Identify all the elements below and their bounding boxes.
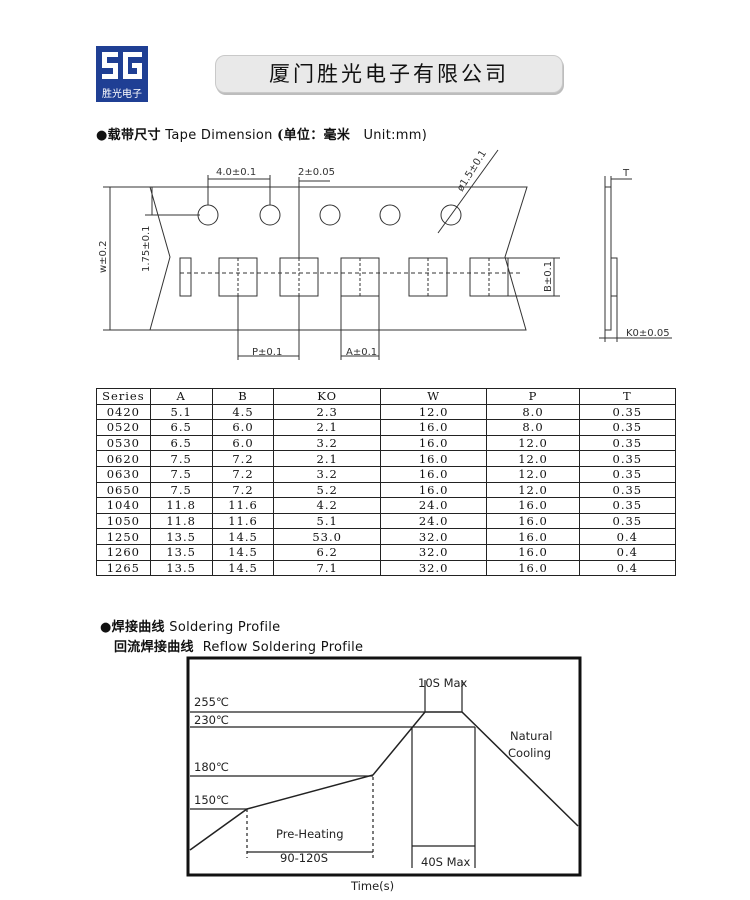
cooling-line-1: Natural (510, 729, 552, 743)
value-cell: 0.35 (578, 434, 677, 452)
temp-150: 150℃ (194, 793, 229, 807)
cooling-line-2: Cooling (508, 746, 551, 760)
dim-pitch: P±0.1 (252, 347, 282, 358)
preheat-time: 90-120S (280, 851, 328, 865)
time-axis-label: Time(s) (350, 879, 394, 893)
dim-thickness: T (622, 168, 630, 179)
value-cell: 32.0 (379, 559, 488, 577)
value-cell: 7.5 (149, 450, 213, 467)
value-cell: 16.0 (486, 559, 580, 577)
solder-title-cn: ●焊接曲线 (100, 620, 165, 635)
solder-section-heading: ●焊接曲线 Soldering Profile (100, 616, 280, 635)
value-cell: 11.6 (211, 497, 275, 514)
series-cell: 0530 (96, 434, 151, 452)
value-cell: 0.35 (578, 497, 677, 514)
value-cell: 8.0 (486, 419, 580, 436)
profile-curve (189, 711, 579, 851)
value-cell: 32.0 (379, 528, 488, 545)
value-cell: 0.4 (578, 528, 677, 545)
series-cell: 0630 (96, 465, 151, 483)
dim-cavity-b: B±0.1 (543, 261, 554, 292)
tape-outline (149, 186, 528, 331)
tape-dimension-drawing: 4.0±0.1 2±0.05 ø1.5±0.1 1.75±0.1 w±0.2 P… (98, 148, 672, 360)
value-cell: 13.5 (149, 543, 213, 561)
tape-title-cn: ●载带尺寸 (96, 128, 161, 143)
dim-edge-to-hole: 1.75±0.1 (141, 225, 152, 272)
value-cell: 7.1 (273, 559, 381, 577)
series-cell: 1250 (96, 528, 151, 545)
reflow-heading: 回流焊接曲线 Reflow Soldering Profile (114, 636, 363, 655)
tape-section-heading: ●载带尺寸 Tape Dimension (单位：毫米 Unit:mm) (96, 124, 427, 143)
value-cell: 4.5 (211, 403, 275, 421)
logo-caption: 胜光电子 (102, 89, 142, 100)
sprocket-hole (319, 204, 341, 226)
preheat-label: Pre-Heating (276, 827, 344, 841)
dim-cavity-a: A±0.1 (346, 347, 377, 358)
company-logo: 胜光电子 (96, 46, 148, 102)
reflow-title-cn: 回流焊接曲线 (114, 640, 194, 655)
value-cell: 11.8 (149, 512, 213, 530)
peak-time: 10S Max (418, 676, 468, 690)
col-header: Series (96, 388, 151, 405)
series-cell: 0420 (96, 403, 151, 421)
company-name: 厦门胜光电子有限公司 (215, 55, 563, 93)
dim-k0: K0±0.05 (626, 328, 670, 339)
value-cell: 12.0 (486, 450, 580, 467)
sprocket-hole (379, 204, 401, 226)
table-header-row: Series A B KO W P T (96, 388, 677, 405)
dim-p2: 2±0.05 (298, 167, 335, 178)
tape-title-en: Tape Dimension (165, 128, 273, 143)
sg-logo-mark (102, 52, 142, 79)
dim-width: w±0.2 (98, 241, 109, 273)
temp-255: 255℃ (194, 695, 229, 709)
series-cell: 1265 (96, 559, 151, 577)
reflow-title-en: Reflow Soldering Profile (202, 640, 364, 655)
above-230-time: 40S Max (421, 855, 471, 869)
value-cell: 0.4 (578, 559, 677, 577)
temp-230: 230℃ (194, 713, 229, 727)
sprocket-hole (440, 204, 462, 226)
value-cell: 13.5 (149, 559, 213, 577)
tape-unit-cn: (单位：毫米 (277, 128, 351, 143)
series-cell: 1040 (96, 497, 151, 514)
value-cell: 0.35 (578, 512, 677, 530)
pocket (179, 257, 192, 297)
value-cell: 16.0 (379, 434, 488, 452)
tape-unit-en: Unit:mm) (363, 128, 428, 143)
solder-title-en: Soldering Profile (169, 620, 281, 635)
temp-180: 180℃ (194, 760, 229, 774)
profile-frame (186, 656, 582, 877)
dim-hole-pitch: 4.0±0.1 (216, 167, 256, 178)
